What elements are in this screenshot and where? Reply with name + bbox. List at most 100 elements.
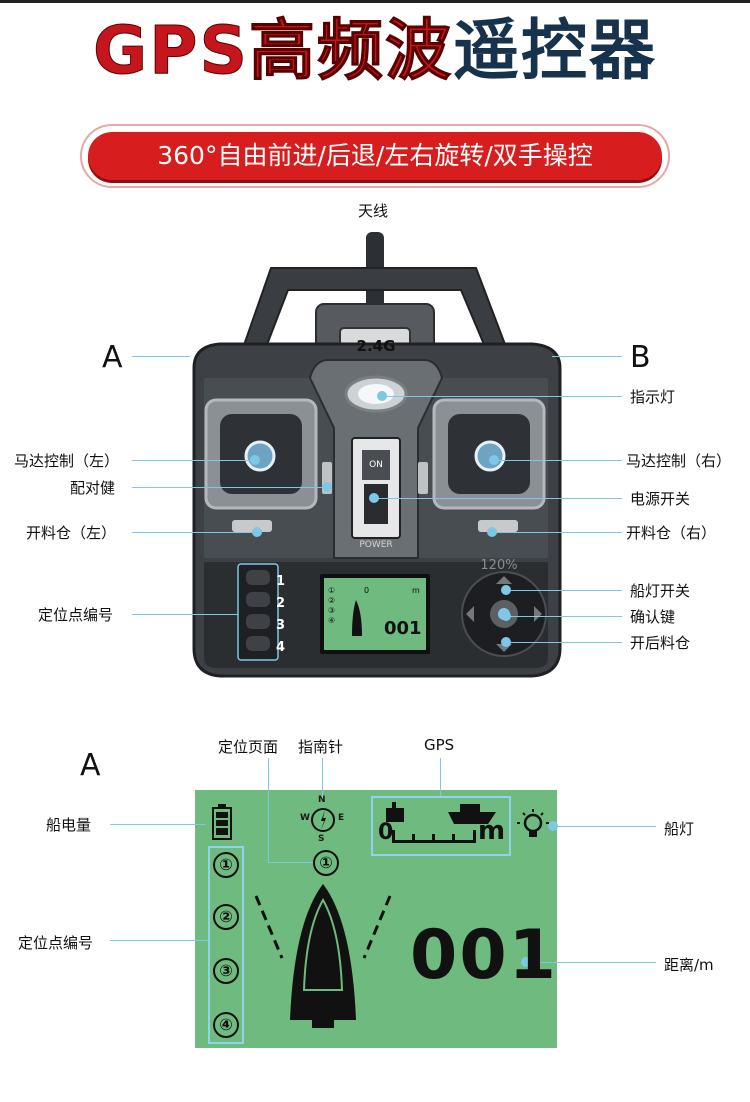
leader-power-switch — [374, 498, 622, 499]
point-4: ④ — [213, 1012, 239, 1038]
callout-a: A — [102, 340, 123, 375]
pad-number-3: 3 — [276, 618, 286, 633]
subtitle-banner: 360°自由前进/后退/左右旋转/双手操控 — [88, 132, 662, 180]
dot-indicator — [377, 391, 387, 401]
label-pair: 配对健 — [70, 479, 116, 497]
leader-motor-left — [132, 460, 254, 461]
label-compass: 指南针 — [298, 738, 344, 756]
leader-hopper-left — [132, 532, 256, 533]
compass-s: S — [318, 834, 325, 844]
dot-motor-left — [250, 455, 260, 465]
lcd-screen — [195, 790, 557, 1048]
scale-unit: m — [478, 816, 506, 846]
compass-icon — [311, 808, 335, 832]
mini-lcd-scale-zero: 0 — [364, 586, 370, 595]
label-rear-hopper: 开后料仓 — [630, 634, 691, 652]
mini-lcd-point-4: ④ — [328, 616, 336, 625]
leader-battery — [110, 824, 206, 825]
label-position-numbers: 定位点编号 — [38, 606, 114, 624]
boat-graphic — [254, 884, 392, 1028]
leader-page-v — [268, 758, 269, 862]
callout-b: B — [630, 340, 651, 375]
leader-pair — [132, 487, 326, 488]
leader-a — [132, 356, 190, 357]
leader-page-h — [268, 862, 314, 863]
dot-pair — [322, 482, 332, 492]
leader-confirm — [506, 616, 622, 617]
page-title: GPS高频波遥控器 — [0, 17, 750, 84]
leader-motor-right — [494, 460, 622, 461]
leader-boat-light-switch — [506, 590, 622, 591]
pad-number-4: 4 — [276, 640, 286, 655]
label-power-switch: 电源开关 — [630, 490, 691, 508]
dot-motor-right — [489, 455, 499, 465]
gps-box — [371, 796, 511, 856]
label-motor-right: 马达控制（右） — [626, 452, 732, 470]
label-points: 定位点编号 — [18, 934, 94, 952]
mini-lcd-point-3: ③ — [328, 606, 336, 615]
compass-n: N — [318, 795, 326, 805]
gps-ship-icon — [386, 802, 496, 824]
dot-hopper-left — [252, 527, 262, 537]
leader-hopper-right — [492, 532, 622, 533]
pad-number-1: 1 — [276, 574, 286, 589]
label-indicator: 指示灯 — [630, 388, 676, 406]
scale-zero: 0 — [378, 820, 394, 845]
subtitle-frame — [80, 124, 670, 188]
label-confirm: 确认键 — [630, 608, 676, 626]
dot-distance — [521, 957, 531, 967]
distance-value: 001 — [410, 916, 558, 995]
label-hopper-left: 开料仓（左） — [26, 524, 117, 542]
point-2: ② — [213, 904, 239, 930]
compass-e: E — [338, 813, 345, 823]
label-boat-light-switch: 船灯开关 — [630, 582, 691, 600]
title-part-remote: 遥控器 — [453, 12, 658, 89]
mini-lcd-point-list: ① ② ③ ④ — [328, 586, 335, 626]
dot-rear-hopper — [501, 637, 511, 647]
antenna-label: 天线 — [358, 202, 389, 220]
dot-hopper-right — [487, 527, 497, 537]
mini-lcd-scale-unit: m — [412, 586, 420, 595]
dot-confirm — [501, 611, 511, 621]
boat-light-icon — [517, 809, 549, 837]
leader-position-numbers — [132, 614, 238, 615]
label-battery: 船电量 — [46, 816, 92, 834]
mini-lcd-point-2: ② — [328, 596, 336, 605]
leader-points — [110, 940, 208, 941]
leader-b — [552, 356, 622, 357]
hopper-right-switch — [478, 520, 518, 532]
leader-indicator — [382, 396, 622, 397]
battery-icon — [212, 804, 232, 840]
title-part-hf: 高频波 — [249, 12, 454, 89]
label-light: 船灯 — [664, 820, 695, 838]
points-box — [208, 846, 244, 1044]
label-distance: 距离/m — [664, 956, 714, 974]
mini-lcd-point-1: ① — [328, 586, 336, 595]
band-label: 2.4G — [356, 337, 396, 355]
mini-lcd-distance: 001 — [384, 618, 422, 639]
display-section-letter: A — [80, 748, 101, 783]
leader-compass — [322, 758, 323, 798]
leader-gps — [440, 758, 441, 796]
top-rule — [0, 0, 750, 3]
point-3: ③ — [213, 958, 239, 984]
label-page: 定位页面 — [218, 738, 279, 756]
label-hopper-right: 开料仓（右） — [626, 524, 717, 542]
title-part-gps: GPS — [92, 12, 250, 89]
switch-on-label: ON — [369, 460, 383, 470]
power-label: POWER — [359, 540, 393, 550]
label-gps: GPS — [424, 736, 455, 754]
leader-light — [552, 826, 656, 827]
distance-scale — [392, 830, 476, 843]
leader-rear-hopper — [506, 642, 622, 643]
hopper-left-switch — [232, 520, 272, 532]
dot-power-switch — [369, 493, 379, 503]
point-1: ① — [213, 852, 239, 878]
compass-w: W — [300, 813, 310, 823]
leader-distance — [526, 962, 656, 963]
mode-label: 120% — [480, 558, 518, 573]
page-number: ① — [313, 850, 339, 876]
dot-light — [548, 821, 558, 831]
pad-number-2: 2 — [276, 596, 286, 611]
dot-boat-light-switch — [501, 585, 511, 595]
